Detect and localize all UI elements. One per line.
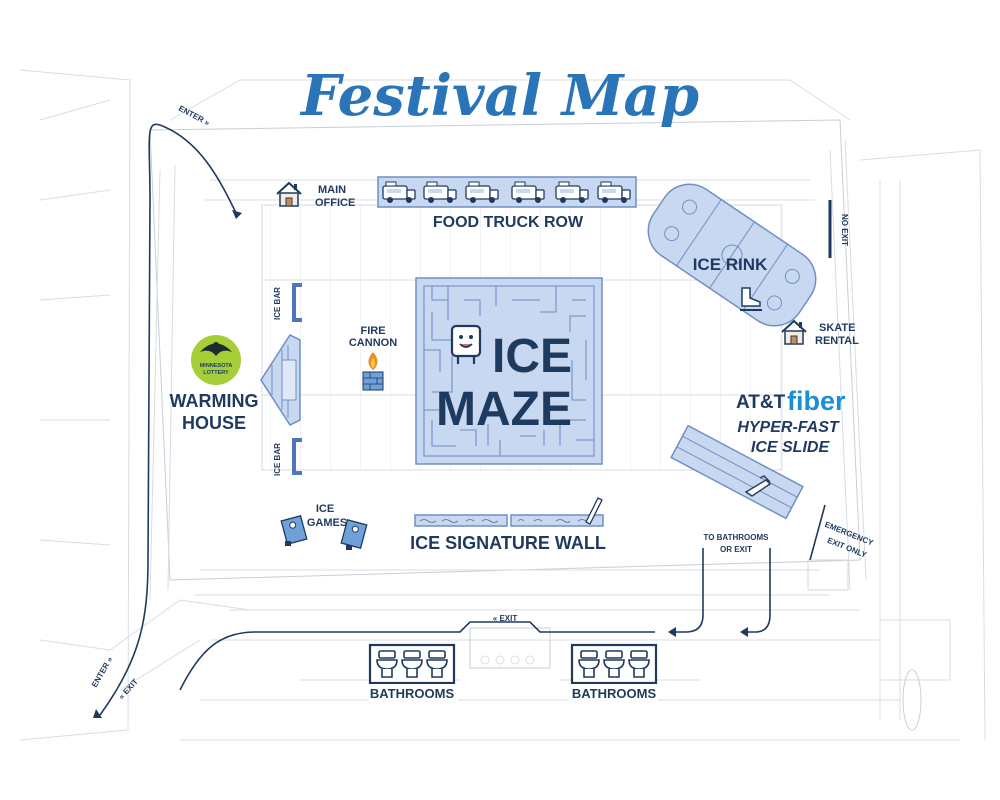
ice-slide-ramp: [670, 424, 804, 520]
entry-exit-paths: [93, 123, 826, 718]
to-bathrooms-label-2: OR EXIT: [720, 545, 752, 554]
ice-maze-area: [415, 277, 603, 465]
fire-cannon-label-1: FIRE: [360, 325, 385, 337]
warming-house-structure[interactable]: [260, 334, 301, 426]
pen-icon: [585, 497, 603, 525]
fire-cannon-label-2: CANNON: [349, 337, 397, 349]
ice-bar-bottom[interactable]: ICE BAR: [273, 438, 302, 476]
lottery-text-2: LOTTERY: [203, 370, 229, 376]
lottery-text-1: MINNESOTA: [200, 363, 233, 369]
bathroom-arrow-left-icon: [668, 627, 676, 637]
exit-path-label: « EXIT: [493, 614, 518, 623]
bathrooms-left-label: BATHROOMS: [370, 686, 455, 701]
att-logo: AT&T: [736, 392, 786, 413]
ice-cube-icon: [450, 324, 482, 364]
food-truck-row[interactable]: FOOD TRUCK ROW: [377, 176, 637, 231]
food-truck-zone: [377, 176, 637, 208]
ice-maze[interactable]: ICE MAZE: [415, 277, 603, 465]
bathrooms-right-label: BATHROOMS: [572, 686, 657, 701]
house-icon: [276, 182, 302, 207]
ice-skate-icon: [740, 287, 762, 311]
no-exit-marker: NO EXIT: [828, 200, 849, 258]
signature-wall-left: [414, 514, 508, 527]
fiber-logo: fiber: [787, 386, 846, 416]
sled-icon: [744, 475, 772, 497]
map-title: Festival Map: [299, 63, 699, 129]
emergency-exit: EMERGENCY EXIT ONLY: [823, 520, 875, 560]
warming-house-label-2: HOUSE: [182, 413, 246, 433]
ice-bar-top[interactable]: ICE BAR: [273, 283, 302, 322]
ice-slide-label-1: HYPER-FAST: [737, 419, 840, 436]
ice-games-label-1: ICE: [316, 503, 334, 515]
main-office-label-2: OFFICE: [315, 197, 355, 209]
exit-arrow-bottom-icon: [93, 709, 102, 718]
food-truck-row-label: FOOD TRUCK ROW: [433, 214, 584, 231]
ice-rink-label: ICE RINK: [693, 255, 768, 274]
ice-slide-label-2: ICE SLIDE: [751, 439, 831, 456]
bathrooms-right[interactable]: BATHROOMS: [568, 643, 658, 702]
main-office[interactable]: MAIN OFFICE: [276, 182, 355, 209]
skate-rental-label-1: SKATE: [819, 322, 855, 334]
to-bathrooms-label-1: TO BATHROOMS: [703, 533, 769, 542]
cornhole-icon: [280, 515, 368, 550]
ice-rink[interactable]: ICE RINK: [637, 173, 828, 338]
house-icon: [781, 320, 807, 345]
enter-bottom-label: ENTER »: [90, 655, 115, 689]
ice-slide[interactable]: [670, 424, 804, 520]
bathroom-arrow-right-icon: [740, 627, 748, 637]
ice-signature-wall-label: ICE SIGNATURE WALL: [410, 533, 606, 553]
ice-bar-bottom-label: ICE BAR: [273, 443, 282, 476]
no-exit-label: NO EXIT: [840, 214, 849, 246]
ice-games[interactable]: ICE GAMES: [280, 503, 368, 550]
warming-house-label-1: WARMING: [170, 391, 259, 411]
ice-maze-label-2: MAZE: [436, 383, 572, 436]
fire-cannon[interactable]: FIRE CANNON: [349, 325, 397, 391]
ice-maze-label-1: ICE: [492, 330, 572, 383]
warming-house-tent: [260, 334, 301, 426]
ice-games-label-2: GAMES: [307, 517, 347, 529]
enter-arrow-top-icon: [232, 210, 242, 219]
skate-rental-label-2: RENTAL: [815, 335, 859, 347]
bathrooms-left[interactable]: BATHROOMS: [368, 643, 458, 702]
ice-bar-top-label: ICE BAR: [273, 287, 282, 320]
main-office-label-1: MAIN: [318, 184, 346, 196]
loon-icon: [191, 335, 241, 385]
fire-icon: [362, 352, 384, 391]
skate-rental[interactable]: SKATE RENTAL: [781, 320, 859, 347]
ice-signature-wall[interactable]: ICE SIGNATURE WALL: [410, 497, 606, 553]
enter-top-label: ENTER »: [177, 104, 212, 128]
minnesota-lottery-logo: MINNESOTA LOTTERY: [191, 335, 241, 385]
